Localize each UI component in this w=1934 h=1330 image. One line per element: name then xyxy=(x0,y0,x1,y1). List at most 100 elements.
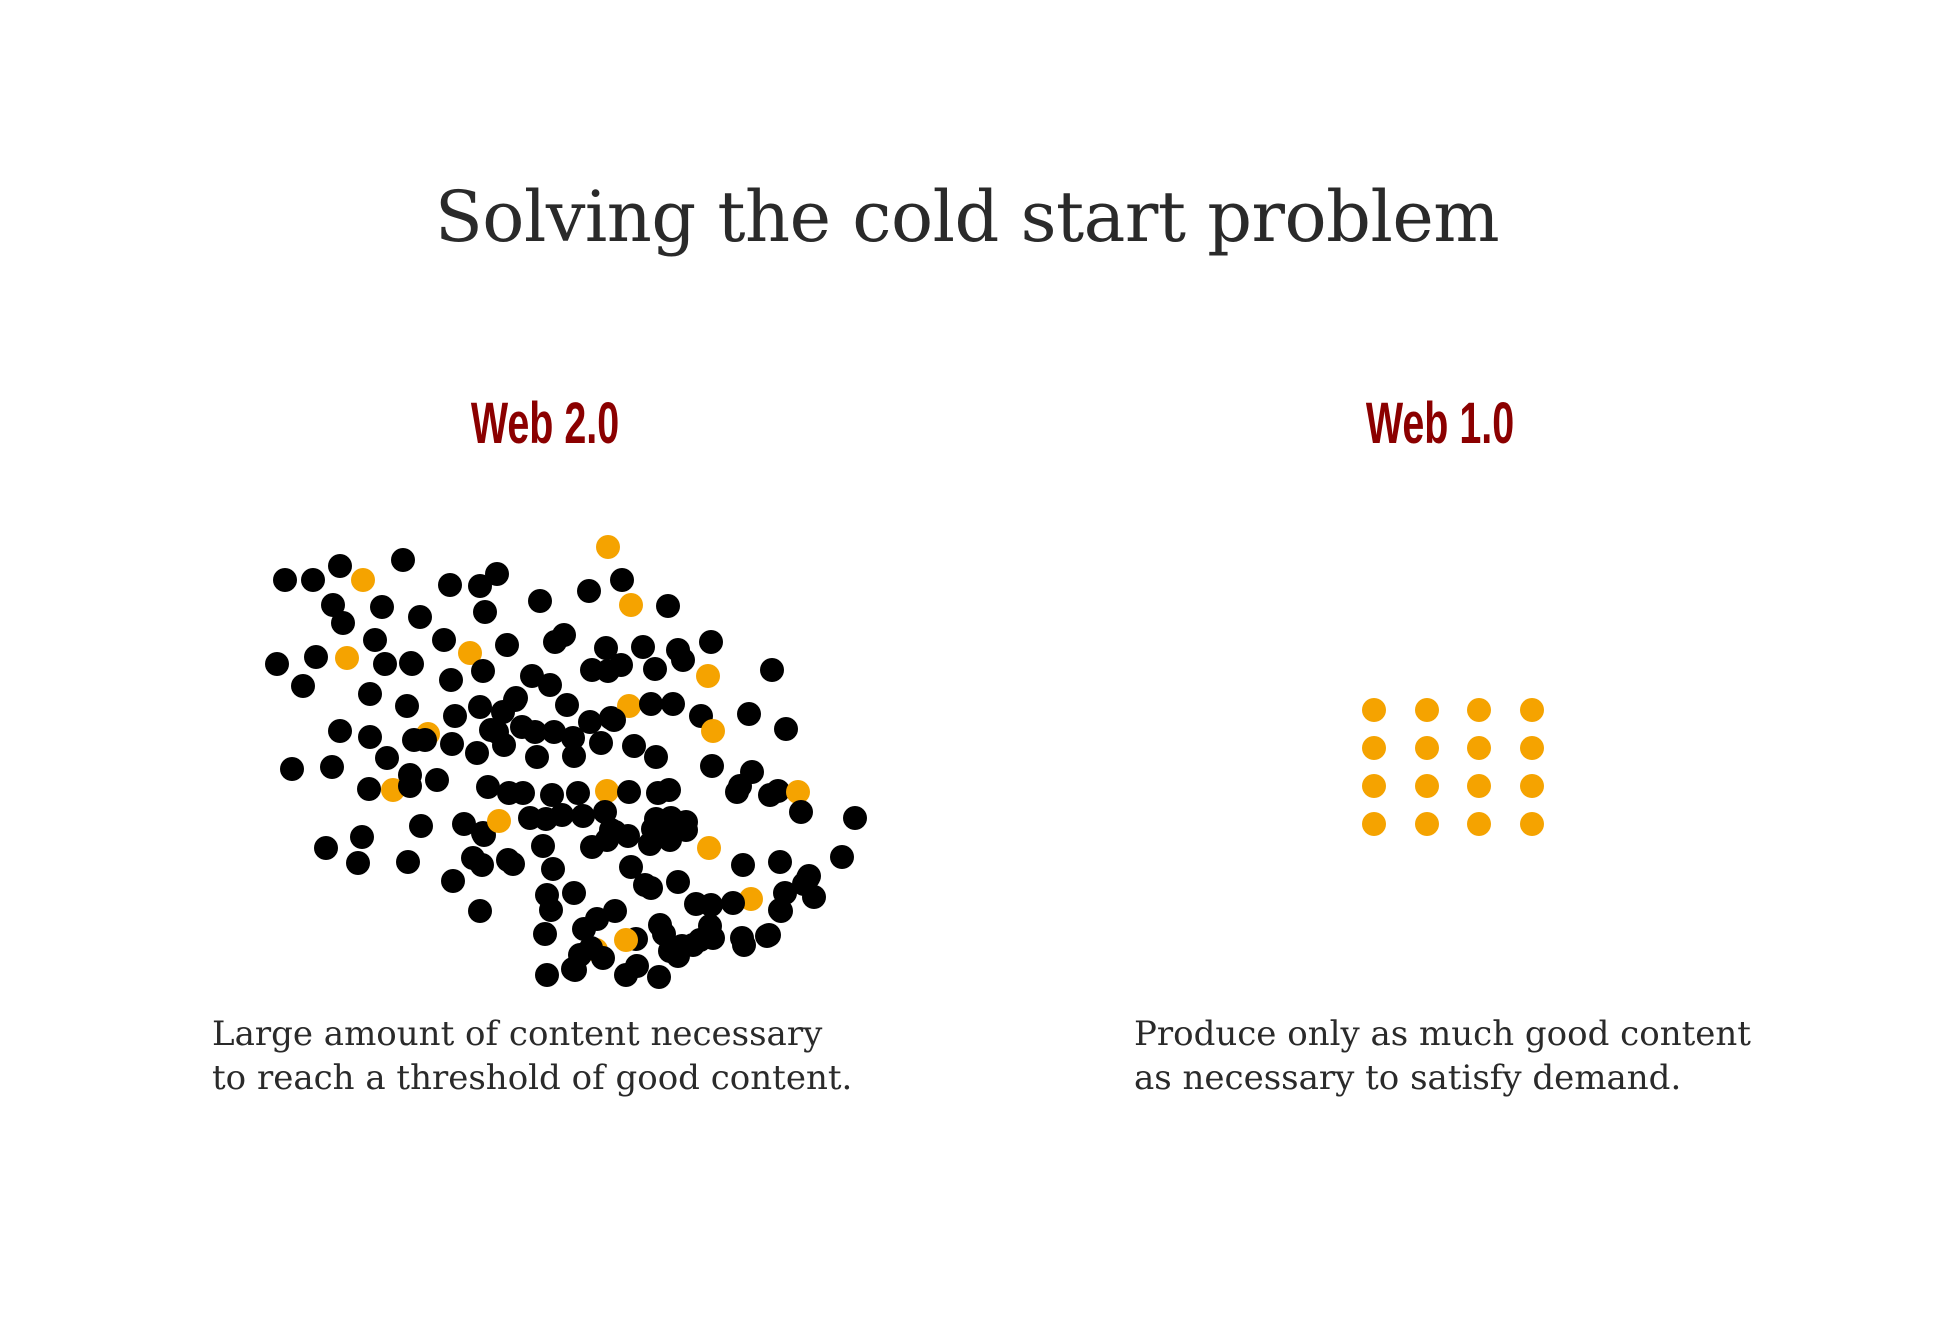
bad-content-dot xyxy=(578,710,602,734)
bad-content-dot xyxy=(562,744,586,768)
bad-content-dot xyxy=(656,594,680,618)
bad-content-dot xyxy=(661,692,685,716)
good-content-dot xyxy=(1362,736,1386,760)
web2-caption-line-1: Large amount of content necessary xyxy=(212,1014,823,1054)
bad-content-dot xyxy=(452,812,476,836)
good-content-dot xyxy=(1520,698,1544,722)
web1-content-grid xyxy=(1362,698,1544,836)
bad-content-dot xyxy=(409,814,433,838)
bad-content-dot xyxy=(622,734,646,758)
bad-content-dot xyxy=(666,870,690,894)
bad-content-dot xyxy=(572,917,596,941)
good-content-dot xyxy=(619,593,643,617)
bad-content-dot xyxy=(523,720,547,744)
bad-content-dot xyxy=(443,704,467,728)
bad-content-dot xyxy=(591,946,615,970)
web1-heading: Web 1.0 xyxy=(1365,391,1515,456)
bad-content-dot xyxy=(603,820,627,844)
bad-content-dot xyxy=(768,850,792,874)
good-content-dot xyxy=(1415,812,1439,836)
bad-content-dot xyxy=(485,562,509,586)
bad-content-dot xyxy=(657,778,681,802)
bad-content-dot xyxy=(391,548,415,572)
bad-content-dot xyxy=(331,611,355,635)
bad-content-dot xyxy=(535,963,559,987)
bad-content-dot xyxy=(721,891,745,915)
good-content-dot xyxy=(487,809,511,833)
good-content-dot xyxy=(1362,698,1386,722)
bad-content-dot xyxy=(473,600,497,624)
good-content-dot xyxy=(697,836,721,860)
bad-content-dot xyxy=(760,658,784,682)
bad-content-dot xyxy=(471,659,495,683)
bad-content-dot xyxy=(301,568,325,592)
bad-content-dot xyxy=(468,695,492,719)
bad-content-dot xyxy=(520,664,544,688)
bad-content-dot xyxy=(768,898,792,922)
bad-content-dot xyxy=(468,574,492,598)
bad-content-dot xyxy=(399,651,423,675)
web2-content-cloud xyxy=(265,535,867,989)
good-content-dot xyxy=(595,779,619,803)
bad-content-dot xyxy=(398,774,422,798)
bad-content-dot xyxy=(674,818,698,842)
good-content-dot xyxy=(786,780,810,804)
bad-content-dot xyxy=(358,682,382,706)
bad-content-dot xyxy=(531,834,555,858)
bad-content-dot xyxy=(619,855,643,879)
bad-content-dot xyxy=(843,806,867,830)
bad-content-dot xyxy=(501,852,525,876)
bad-content-dot xyxy=(468,899,492,923)
bad-content-dot xyxy=(658,939,682,963)
bad-content-dot xyxy=(541,857,565,881)
bad-content-dot xyxy=(375,746,399,770)
bad-content-dot xyxy=(789,800,813,824)
bad-content-dot xyxy=(408,605,432,629)
good-content-dot xyxy=(458,641,482,665)
good-content-dot xyxy=(1362,812,1386,836)
bad-content-dot xyxy=(396,850,420,874)
good-content-dot xyxy=(1520,812,1544,836)
bad-content-dot xyxy=(802,885,826,909)
bad-content-dot xyxy=(644,745,668,769)
bad-content-dot xyxy=(314,836,338,860)
web2-heading: Web 2.0 xyxy=(470,391,620,456)
bad-content-dot xyxy=(439,668,463,692)
bad-content-dot xyxy=(562,881,586,905)
bad-content-dot xyxy=(774,717,798,741)
bad-content-dot xyxy=(291,674,315,698)
bad-content-dot xyxy=(525,745,549,769)
bad-content-dot xyxy=(796,866,820,890)
bad-content-dot xyxy=(555,693,579,717)
bad-content-dot xyxy=(631,635,655,659)
bad-content-dot xyxy=(766,779,790,803)
good-content-dot xyxy=(596,535,620,559)
good-content-dot xyxy=(1467,812,1491,836)
bad-content-dot xyxy=(561,957,585,981)
bad-content-dot xyxy=(566,781,590,805)
bad-content-dot xyxy=(757,923,781,947)
good-content-dot xyxy=(1520,736,1544,760)
bad-content-dot xyxy=(395,694,419,718)
bad-content-dot xyxy=(320,755,344,779)
bad-content-dot xyxy=(373,652,397,676)
bad-content-dot xyxy=(432,628,456,652)
good-content-dot xyxy=(617,694,641,718)
bad-content-dot xyxy=(539,898,563,922)
bad-content-dot xyxy=(328,554,352,578)
good-content-dot xyxy=(351,568,375,592)
bad-content-dot xyxy=(438,573,462,597)
good-content-dot xyxy=(739,887,763,911)
bad-content-dot xyxy=(589,731,613,755)
bad-content-dot xyxy=(321,593,345,617)
web1-caption: Produce only as much good content as nec… xyxy=(1134,1012,1751,1100)
bad-content-dot xyxy=(511,781,535,805)
bad-content-dot xyxy=(830,845,854,869)
bad-content-dot xyxy=(504,686,528,710)
bad-content-dot xyxy=(465,741,489,765)
bad-content-dot xyxy=(571,804,595,828)
bad-content-dot xyxy=(357,777,381,801)
bad-content-dot xyxy=(700,754,724,778)
bad-content-dot xyxy=(610,568,634,592)
bad-content-dot xyxy=(594,636,618,660)
